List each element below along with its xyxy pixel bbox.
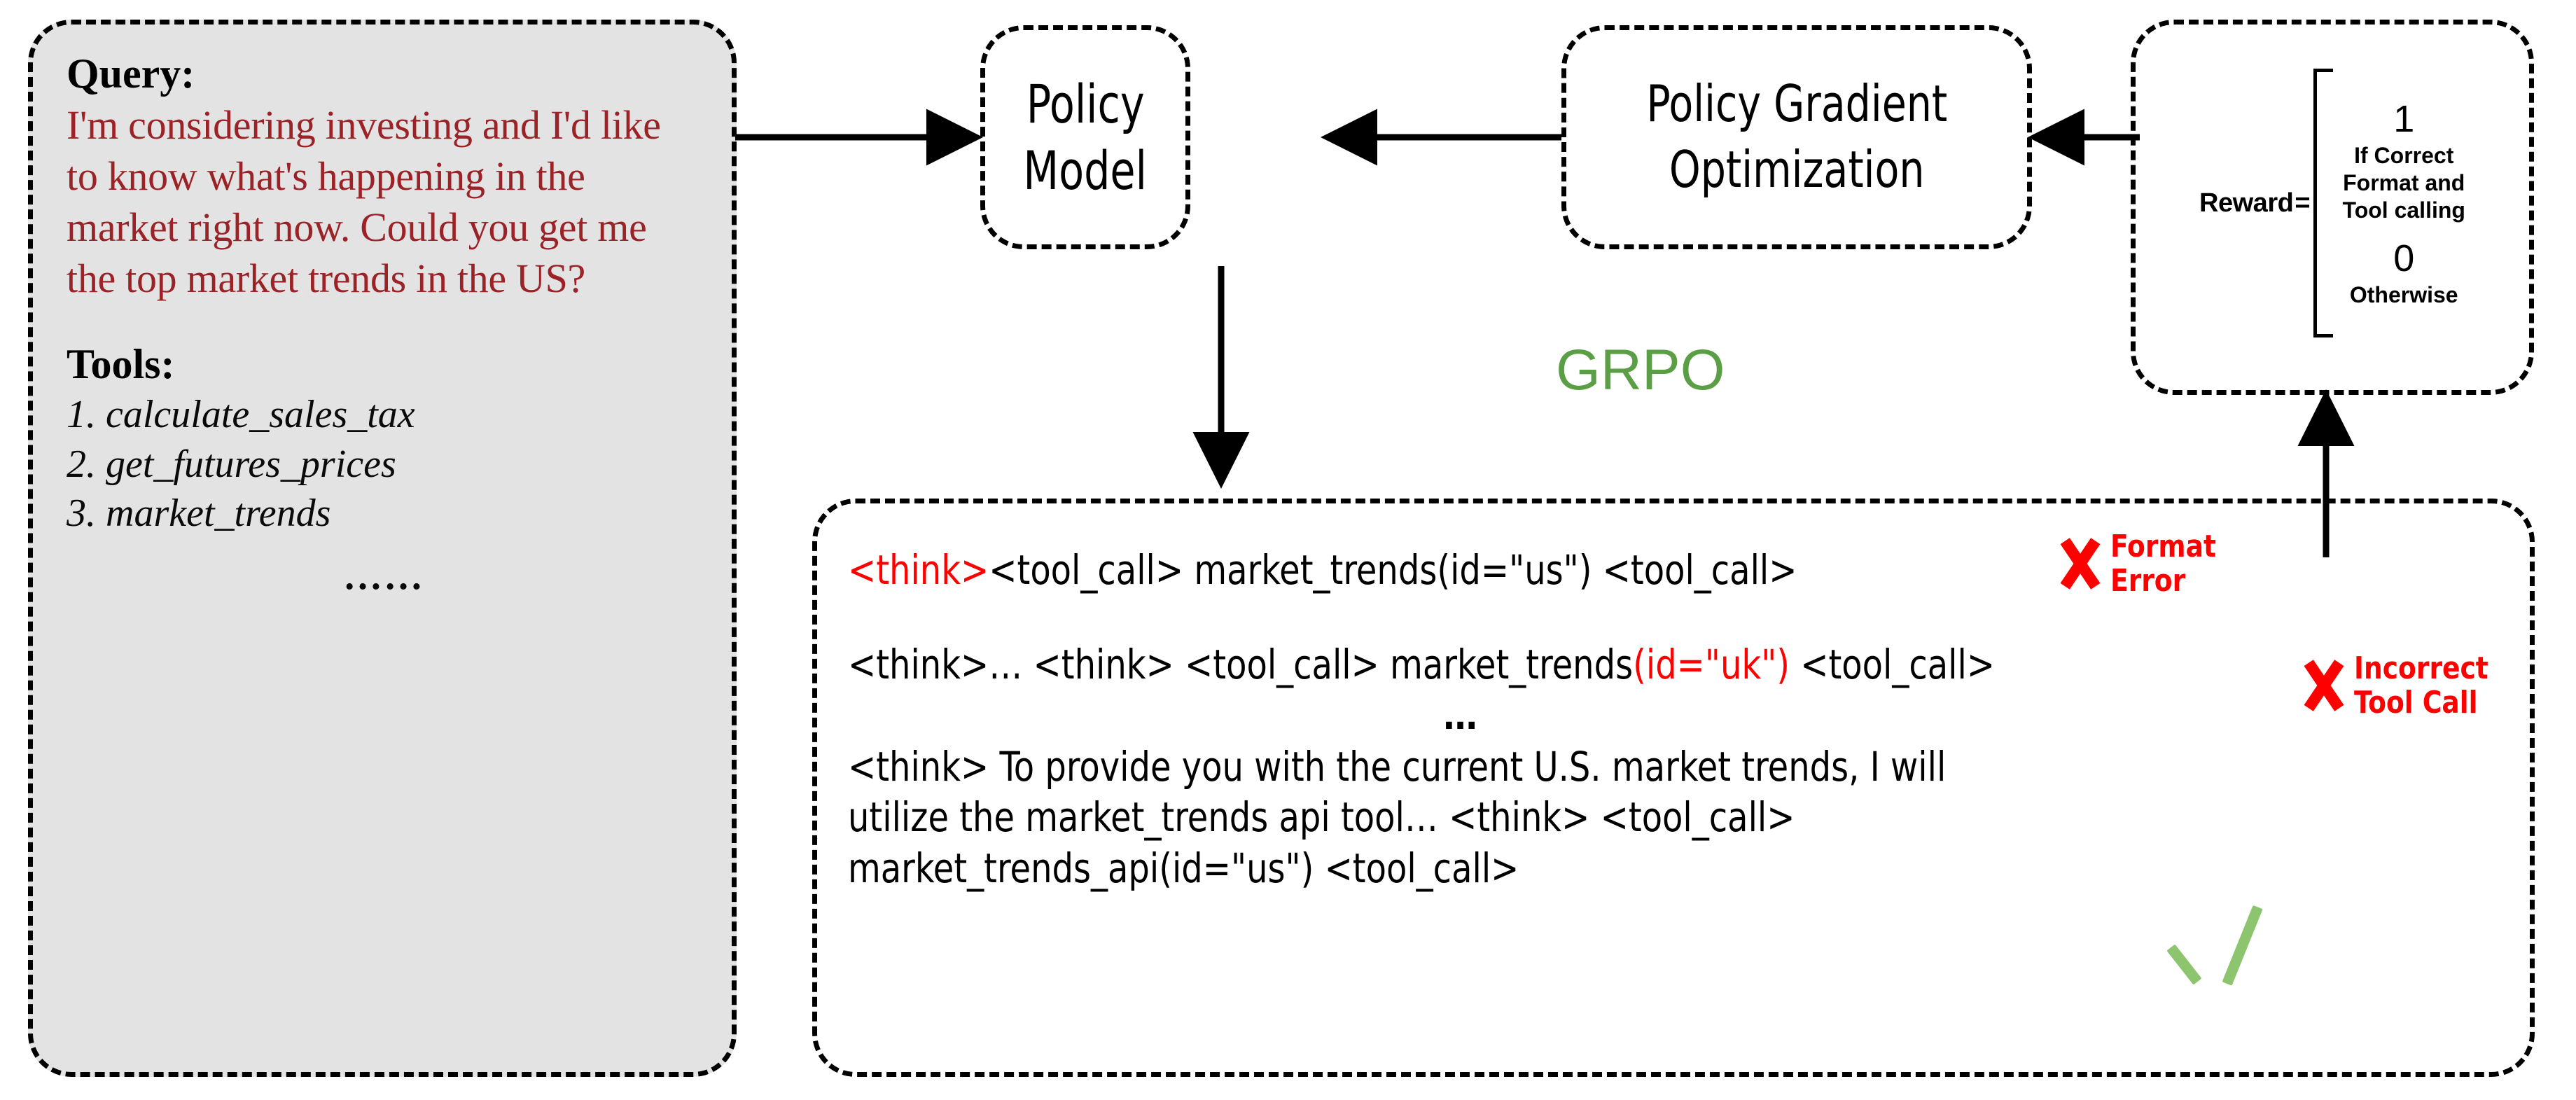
rollout-1-verdict-label-line2: Error [2110,563,2186,599]
policy-model-label-line2: Model [1023,139,1148,202]
tools-ellipsis: …… [343,554,424,598]
reward-case-1-condition-line2: Format and [2343,169,2465,195]
policy-model-box: Policy Model [980,25,1190,249]
reward-formula: Reward = 1 If Correct Format and Tool ca… [2199,69,2465,337]
arrow-policy-model-to-rollouts [1192,266,1250,489]
policy-gradient-optimization-box: Policy Gradient Optimization [1561,25,2032,249]
reward-cases: 1 If Correct Format and Tool calling 0 O… [2343,97,2465,309]
rollout-2-highlight: (id="uk") [1633,640,1790,688]
reward-case-2-value: 0 [2393,237,2415,280]
rollout-2-prefix: <think>… <think> <tool_call> market_tren… [848,640,1634,688]
arrow-pgo-to-policy-model [1321,109,1561,166]
rollout-1-verdict: Format Error [2054,529,2222,599]
rollout-1-verdict-label-line1: Format [2110,529,2216,564]
x-mark-icon [2054,536,2106,591]
arrow-rollouts-to-reward [2297,389,2355,557]
check-mark-icon [2177,910,2260,994]
query-heading: Query: [67,50,195,97]
reward-label: Reward [2199,188,2294,218]
arrow-reward-to-pgo [2028,109,2140,166]
rollout-line-3-part-2: utilize the market_trends api tool… <thi… [848,793,1795,842]
rollout-1-rest: <tool_call> market_trends(id="us") <tool… [989,546,1797,594]
rollout-separator-ellipsis: … [1443,693,1480,738]
reward-case-1-condition-line3: Tool calling [2342,197,2465,223]
query-text: I'm considering investing and I'd like t… [67,102,661,302]
tools-heading: Tools: [67,341,175,388]
reward-case-1-condition-line1: If Correct [2354,142,2454,168]
rollout-line-1: <think><tool_call> market_trends(id="us"… [848,545,2376,595]
rollout-line-3-part-1: <think> To provide you with the current … [848,742,1947,791]
policy-gradient-label-line1: Policy Gradient [1646,74,1947,134]
tool-item-1: 1. calculate_sales_tax [67,393,415,437]
rollout-2-verdict-label-line1: Incorrect [2354,650,2488,686]
rollout-1-think-tag: <think> [848,546,989,594]
arrow-query-to-policy-model [735,109,983,166]
rollout-line-2: <think>… <think> <tool_call> market_tren… [848,640,2376,690]
rollouts-output-box: <think><tool_call> market_trends(id="us"… [812,499,2535,1077]
tool-item-3: 3. market_trends [67,492,331,536]
grpo-label: GRPO [1556,338,1725,402]
rollout-line-3-part-3: market_trends_api(id="us") <tool_call> [848,844,1519,892]
rollout-2-verdict-label: Incorrect Tool Call [2354,651,2488,720]
rollout-2-verdict: Incorrect Tool Call [2298,651,2495,720]
query-panel: Query: I'm considering investing and I'd… [28,20,737,1077]
tool-item-2: 2. get_futures_prices [67,442,396,486]
reward-case-1-value: 1 [2393,97,2415,140]
rollout-1-verdict-label: Format Error [2110,529,2216,599]
reward-equals-sign: = [2295,188,2311,218]
brace-icon [2313,69,2333,337]
policy-gradient-label-line2: Optimization [1669,140,1925,199]
reward-case-2-condition-line1: Otherwise [2349,282,2458,308]
reward-box: Reward = 1 If Correct Format and Tool ca… [2131,20,2534,395]
rollout-2-suffix: <tool_call> [1790,640,1996,688]
x-mark-icon [2298,658,2350,713]
policy-model-label-line1: Policy [1026,73,1145,135]
rollout-2-verdict-label-line2: Tool Call [2354,685,2478,721]
